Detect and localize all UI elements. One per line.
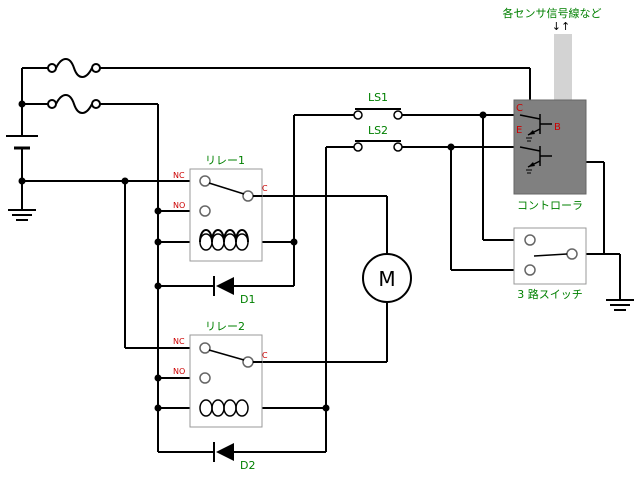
controller-e-label: E xyxy=(516,125,522,136)
controller-c-label: C xyxy=(516,103,523,114)
ground-symbol-left xyxy=(8,209,36,221)
ground-symbol-right xyxy=(606,299,634,311)
diode-d1 xyxy=(213,276,234,296)
junctions xyxy=(18,100,487,412)
diode-d2-label: D2 xyxy=(240,459,255,472)
ls2-label: LS2 xyxy=(368,124,388,137)
ls1-label: LS1 xyxy=(368,91,388,104)
controller-label: コントローラ xyxy=(517,199,583,212)
limit-switch-ls1 xyxy=(353,108,403,120)
switch-label: 3 路スイッチ xyxy=(517,288,583,301)
relay-2-c-label: C xyxy=(262,351,268,360)
relay-1-nc-label: NC xyxy=(173,171,185,180)
relay-1-label: リレー1 xyxy=(205,154,245,167)
diode-d2 xyxy=(213,442,234,462)
relay-2-no-label: NO xyxy=(173,367,185,376)
relay-1-c-label: C xyxy=(262,184,268,193)
battery xyxy=(6,135,38,150)
sensor-arrows: ↓↑ xyxy=(552,20,570,33)
relay-2-label: リレー2 xyxy=(205,320,245,333)
controller-b-label: B xyxy=(554,122,561,133)
relay-1 xyxy=(189,168,263,262)
controller xyxy=(513,99,587,195)
sensor-label: 各センサ信号線など xyxy=(503,6,602,20)
limit-switch-ls2 xyxy=(353,140,403,152)
relay-2-nc-label: NC xyxy=(173,337,185,346)
sensor-bus xyxy=(554,34,572,100)
motor-label: M xyxy=(378,267,395,291)
diode-d1-label: D1 xyxy=(240,293,255,306)
fuse-1 xyxy=(47,58,101,78)
three-way-switch xyxy=(513,227,587,285)
fuse-2 xyxy=(47,94,101,114)
relay-1-no-label: NO xyxy=(173,201,185,210)
relay-2 xyxy=(189,334,263,428)
motor xyxy=(362,253,412,303)
